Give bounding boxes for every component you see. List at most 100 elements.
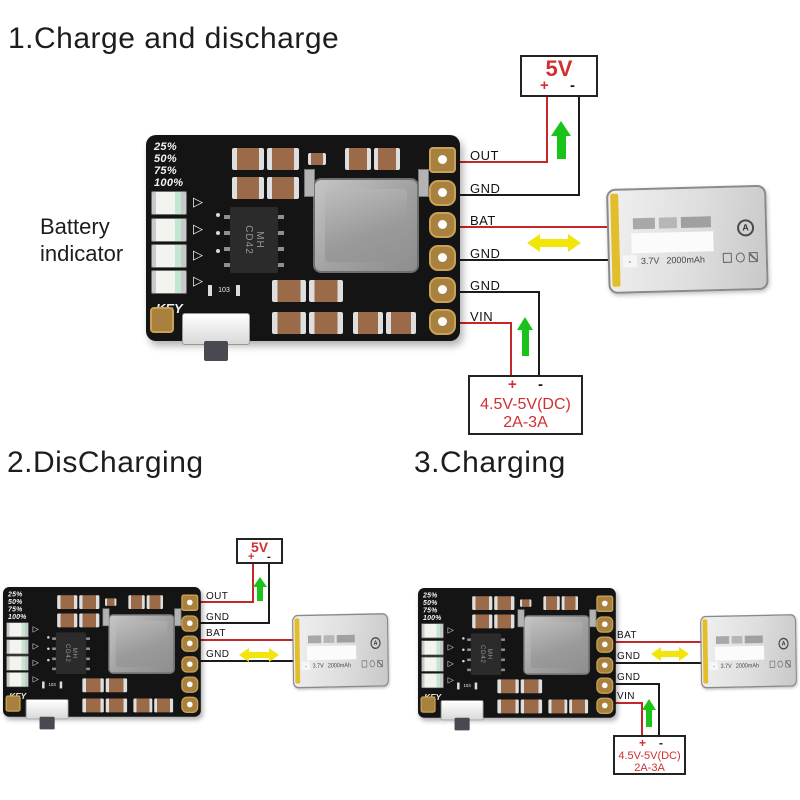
percent-50-label: 50%: [423, 599, 438, 607]
power-switch-knob: [454, 717, 470, 731]
pin-label-gnd: GND: [617, 672, 641, 683]
double-arrow-icon: [239, 648, 279, 662]
indicator-led: [151, 218, 187, 242]
resistor: [57, 595, 78, 610]
pad-hole: [601, 702, 608, 709]
pcb-section3: 25% 50% 75% 100% ▷ ▷ ▷ ▷ KEY MH: [418, 588, 616, 731]
pad-bat: [181, 635, 199, 652]
plus-terminal: +: [508, 376, 517, 393]
resistor: [309, 280, 343, 302]
wire-gnd-dcin: [658, 683, 660, 735]
pad-hole: [186, 701, 193, 708]
indicator-led: [6, 655, 29, 671]
plus-terminal: +: [540, 77, 549, 94]
pcb-section2: 25% 50% 75% 100% ▷ ▷ ▷ ▷ KEY MH: [3, 587, 201, 730]
battery-icons: [769, 660, 791, 668]
battery-cell-icon: [361, 660, 368, 668]
battery-cell-icon: [722, 252, 732, 263]
wire-vin-dcin: [450, 322, 512, 324]
led-arrow-icon: ▷: [32, 673, 39, 684]
wire-gnd-5v: [452, 194, 580, 196]
led-arrow-icon: ▷: [447, 642, 454, 652]
pad-hole: [438, 188, 447, 197]
silkscreen-dot: [216, 231, 220, 235]
section3-title: 3.Charging: [414, 446, 566, 479]
power-switch-knob: [39, 716, 55, 730]
no-trash-icon: [377, 660, 383, 668]
chip-pin: [224, 263, 230, 267]
pad-bat: [596, 636, 614, 653]
chip-pin: [86, 657, 90, 661]
indicator-led: [151, 191, 187, 215]
chip-marking-line2: CD42: [64, 643, 72, 663]
wire-out-5v: [197, 601, 254, 603]
pad-hole: [438, 155, 447, 164]
resistor: [386, 312, 416, 334]
pad-gnd: [429, 245, 456, 271]
resistor: [520, 699, 543, 714]
resistor: [520, 599, 532, 607]
chip-pin: [467, 648, 471, 651]
resistor: [272, 280, 306, 302]
resistor: [79, 595, 100, 610]
pin-label-gnd: GND: [470, 246, 501, 261]
resistor: [105, 678, 128, 693]
up-arrow-icon: [642, 699, 656, 727]
percent-25-label: 25%: [154, 141, 177, 153]
minus-terminal: -: [267, 551, 271, 563]
pad-gnd: [181, 615, 199, 632]
battery-print-block: [307, 635, 322, 644]
pad-hole: [438, 253, 447, 262]
led-arrow-icon: ▷: [193, 221, 203, 236]
resistor: [82, 698, 104, 713]
percent-100-label: 100%: [154, 177, 184, 189]
battery-print-block: [658, 217, 678, 229]
silkscreen-dot: [462, 648, 465, 651]
wire-gnd-battery: [448, 259, 608, 261]
up-arrow-icon: [549, 121, 573, 159]
battery-indicator-line1: Battery: [40, 214, 110, 239]
circle-a-icon: A: [778, 637, 789, 650]
pin-label-bat: BAT: [470, 213, 496, 228]
chip-pin: [86, 637, 90, 640]
dc-range-label: 4.5V-5V(DC): [618, 750, 681, 762]
chip-marking: MH CD42: [230, 207, 278, 273]
led-arrow-icon: ▷: [447, 658, 454, 669]
resistor: [308, 153, 326, 165]
pad-vin: [429, 309, 456, 335]
percent-25-label: 25%: [8, 590, 23, 599]
indicator-led: [421, 656, 444, 672]
dc-range-label: 4.5V-5V(DC): [480, 396, 571, 413]
pad-hole: [601, 662, 608, 669]
dc-input-box: + - 4.5V-5V(DC) 2A-3A: [613, 735, 686, 775]
wire-out-5v: [452, 161, 548, 163]
chip-pin: [52, 637, 56, 640]
resistor: [548, 699, 568, 714]
inductor-pad: [304, 169, 315, 197]
pad-hole: [438, 220, 447, 229]
charge-discharge-module-board: 25% 50% 75% 100% ▷ ▷ ▷ ▷ KEY MH: [146, 135, 460, 361]
pad-hole: [186, 599, 193, 606]
wire-gnd-5v: [197, 622, 270, 624]
battery-voltage: 3.7V: [312, 661, 324, 670]
battery-print-block: [632, 217, 656, 230]
resistor: [497, 699, 519, 714]
resistor: [57, 613, 78, 628]
resistor: [569, 699, 589, 714]
chip-pin: [224, 215, 230, 219]
indicator-led: [6, 672, 29, 688]
chip-marking-line2: CD42: [242, 225, 254, 255]
wire-vin-dcin: [610, 702, 643, 704]
pin-label-gnd: GND: [206, 649, 230, 660]
pad-hole: [438, 317, 447, 326]
corner-pad: [150, 307, 174, 333]
resistor: [520, 679, 543, 694]
power-inductor: [108, 614, 175, 674]
inductor-pad: [418, 169, 429, 197]
battery-print-block: [336, 634, 355, 643]
pin-label-gnd: GND: [470, 278, 501, 293]
